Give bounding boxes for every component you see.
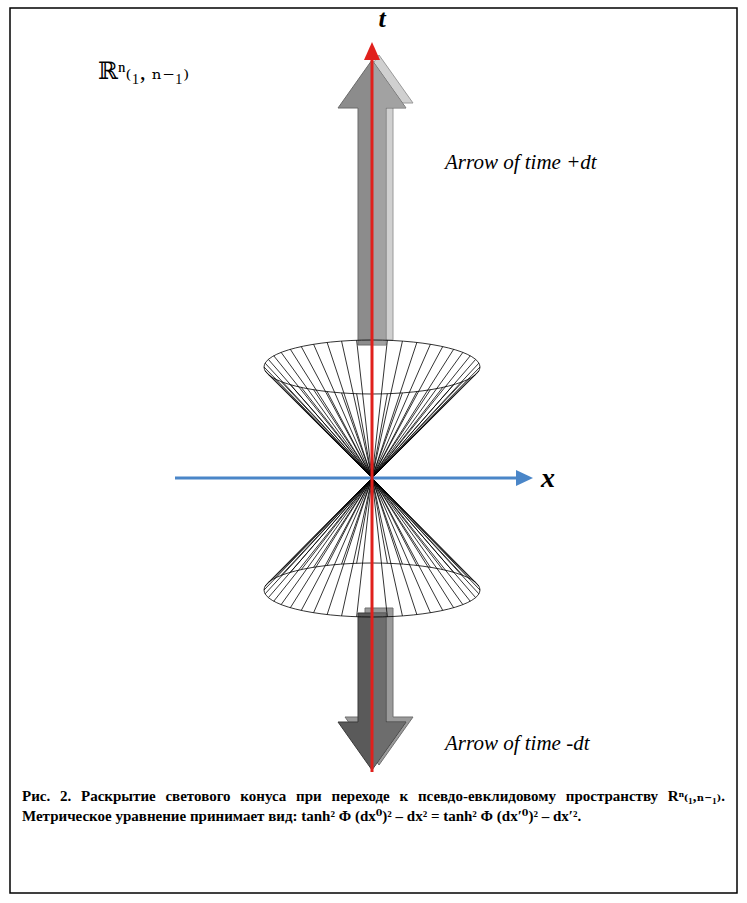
cone-generatrix [268, 478, 372, 582]
figure-frame [10, 8, 737, 893]
cone-generatrix [372, 478, 443, 610]
cone-generatrix [372, 375, 476, 478]
cone-generatrix [281, 478, 372, 575]
cone-generatrix [372, 344, 430, 478]
cone-generatrix [314, 344, 372, 478]
t-axis-label: t [378, 4, 385, 34]
cone-generatrix [314, 478, 372, 613]
cone-generatrix [372, 478, 454, 572]
cone-generatrix [372, 367, 480, 478]
cone-generatrix [372, 478, 479, 586]
cone-generatrix [372, 342, 417, 478]
cone-generatrix [372, 478, 402, 616]
cone-generatrix [274, 478, 372, 601]
cone-generatrix [372, 478, 470, 601]
x-axis-label: x [541, 462, 555, 494]
cone-generatrix [342, 341, 372, 478]
cone-generatrix [265, 478, 372, 586]
arrow-label: Arrow of time +dt [445, 150, 597, 174]
cone-generatrix [301, 478, 372, 610]
cone-generatrix [372, 478, 443, 570]
arrow-label: Arrow of time -dt [445, 731, 589, 755]
cone-generatrix [372, 378, 470, 478]
cone-generatrix [372, 349, 454, 478]
cone-generatrix [268, 359, 372, 478]
cone-generatrix [372, 478, 479, 594]
cone-generatrix [372, 478, 417, 615]
cone-generatrix [265, 478, 372, 594]
cone-generatrix [372, 352, 463, 478]
cone-generatrix [290, 478, 372, 572]
cone-generatrix [264, 478, 372, 590]
cone-generatrix [372, 363, 479, 478]
x-axis [175, 470, 533, 486]
cone-generatrix [327, 478, 372, 615]
figure-caption: Рис. 2. Раскрытие светового конуса при п… [22, 786, 725, 826]
cone-generatrix [327, 342, 372, 478]
cone-generatrix [372, 478, 476, 598]
t-axis [364, 42, 380, 772]
cone-generatrix [268, 478, 372, 598]
cone-generatrix [290, 478, 372, 608]
cone-generatrix [274, 478, 372, 579]
cone-generatrix [357, 478, 372, 563]
cone-generatrix [281, 478, 372, 605]
cone-generatrix [327, 478, 372, 565]
space-label: ℝⁿ₍₁, ₙ₋₁₎ [98, 58, 189, 86]
cone-generatrix [372, 359, 476, 478]
cone-generatrix [372, 478, 430, 613]
cone-generatrix [372, 356, 470, 478]
cone-generatrix [342, 478, 372, 564]
arrow-of-time-up [338, 55, 413, 345]
cone-generatrix [372, 478, 463, 575]
cone-generatrix [372, 347, 443, 478]
cone-generatrix [265, 363, 372, 478]
cone-generatrix [357, 340, 372, 478]
cone-generatrix [301, 347, 372, 478]
cone-generatrix [372, 478, 430, 567]
cone-generatrix [372, 478, 480, 590]
cone-generatrix [274, 356, 372, 478]
cone-generatrix [301, 478, 372, 570]
cone-generatrix [372, 371, 479, 478]
arrow-of-time-down [338, 608, 413, 770]
cone-generatrix [314, 478, 372, 567]
cone-generatrix [372, 478, 402, 564]
cone-generatrix [264, 367, 372, 478]
